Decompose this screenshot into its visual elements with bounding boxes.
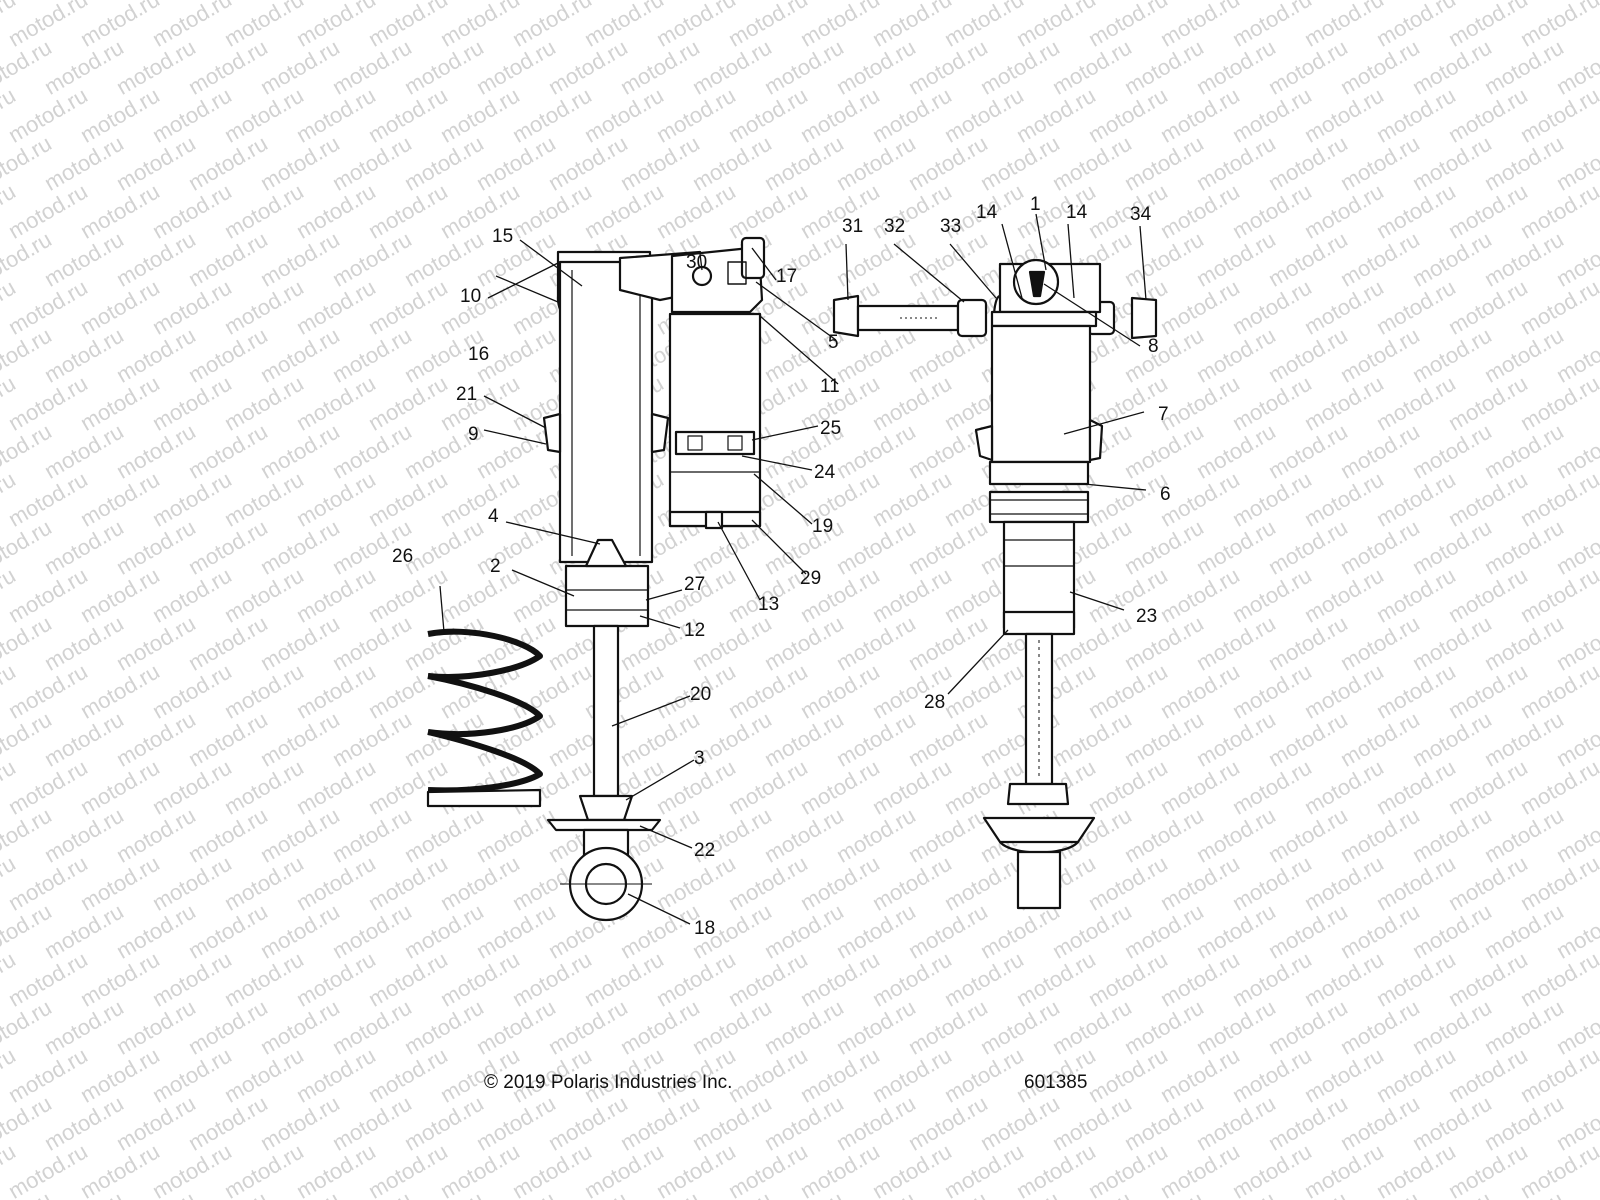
callout-16: 16 bbox=[468, 344, 489, 365]
adjusting-collar bbox=[988, 460, 1090, 486]
left-shock-section-view bbox=[426, 236, 766, 922]
reservoir-mount-left bbox=[974, 424, 994, 462]
callout-5: 5 bbox=[828, 332, 839, 353]
callout-8: 8 bbox=[1148, 336, 1159, 357]
lower-spring-retainer bbox=[546, 818, 662, 832]
callout-28: 28 bbox=[924, 692, 945, 713]
body-clip-left bbox=[542, 412, 562, 454]
body-clip-right bbox=[650, 412, 670, 454]
top-cap bbox=[990, 310, 1098, 328]
piston-shaft bbox=[592, 624, 620, 798]
reservoir-valve bbox=[704, 510, 724, 530]
upper-body bbox=[990, 324, 1092, 464]
callout-24: 24 bbox=[814, 462, 836, 483]
mounting-bolt-shank bbox=[856, 304, 960, 332]
coil-spring bbox=[427, 628, 543, 794]
callout-22: 22 bbox=[694, 840, 715, 861]
callout-2: 2 bbox=[490, 556, 501, 577]
callout-34: 34 bbox=[1130, 204, 1152, 225]
callout-6: 6 bbox=[1160, 484, 1171, 505]
mounting-nut bbox=[1130, 296, 1158, 340]
bump-stop bbox=[578, 794, 634, 822]
callout-31: 31 bbox=[842, 216, 863, 237]
callout-13: 13 bbox=[758, 594, 779, 615]
callout-labels: 15 10 16 21 9 30 17 5 11 25 24 19 29 13 … bbox=[392, 194, 1171, 939]
reservoir-body bbox=[668, 312, 762, 528]
callout-14a: 14 bbox=[976, 202, 998, 223]
callout-32: 32 bbox=[884, 216, 905, 237]
callout-7: 7 bbox=[1158, 404, 1169, 425]
callout-14b: 14 bbox=[1066, 202, 1088, 223]
spring-seat bbox=[426, 788, 542, 808]
callout-25: 25 bbox=[820, 418, 841, 439]
callout-30: 30 bbox=[686, 252, 707, 273]
exterior-lower-eyelet bbox=[1016, 850, 1062, 910]
callout-21: 21 bbox=[456, 384, 477, 405]
callout-19: 19 bbox=[812, 516, 833, 537]
callout-3: 3 bbox=[694, 748, 705, 769]
callout-12: 12 bbox=[684, 620, 705, 641]
figure-number: 601385 bbox=[1024, 1072, 1088, 1093]
shock-body bbox=[558, 260, 654, 564]
callout-18: 18 bbox=[694, 918, 715, 939]
spacer-bushing bbox=[956, 298, 988, 338]
callout-26: 26 bbox=[392, 546, 413, 567]
copyright-notice: © 2019 Polaris Industries Inc. bbox=[484, 1072, 733, 1093]
leader-lines bbox=[439, 213, 1147, 925]
exterior-spring-cup bbox=[982, 816, 1096, 844]
callout-4: 4 bbox=[488, 506, 499, 527]
callout-1: 1 bbox=[1030, 194, 1041, 215]
callout-11: 11 bbox=[820, 376, 840, 397]
callout-10: 10 bbox=[460, 286, 481, 307]
mounting-bolt-head bbox=[832, 294, 860, 338]
callout-27: 27 bbox=[684, 574, 705, 595]
callout-17: 17 bbox=[776, 266, 797, 287]
piston-dome bbox=[584, 538, 628, 568]
callout-20: 20 bbox=[690, 684, 711, 705]
exterior-bumper bbox=[1006, 782, 1070, 806]
tube-end-cap bbox=[1002, 610, 1076, 636]
callout-15: 15 bbox=[492, 226, 513, 247]
callout-9: 9 bbox=[468, 424, 479, 445]
adjuster-knob bbox=[740, 236, 766, 280]
piston-assembly bbox=[564, 564, 650, 628]
callout-29: 29 bbox=[800, 568, 821, 589]
reservoir-piston bbox=[674, 430, 756, 456]
callout-33: 33 bbox=[940, 216, 961, 237]
right-shock-exterior-view bbox=[974, 258, 1104, 910]
callout-23: 23 bbox=[1136, 606, 1157, 627]
